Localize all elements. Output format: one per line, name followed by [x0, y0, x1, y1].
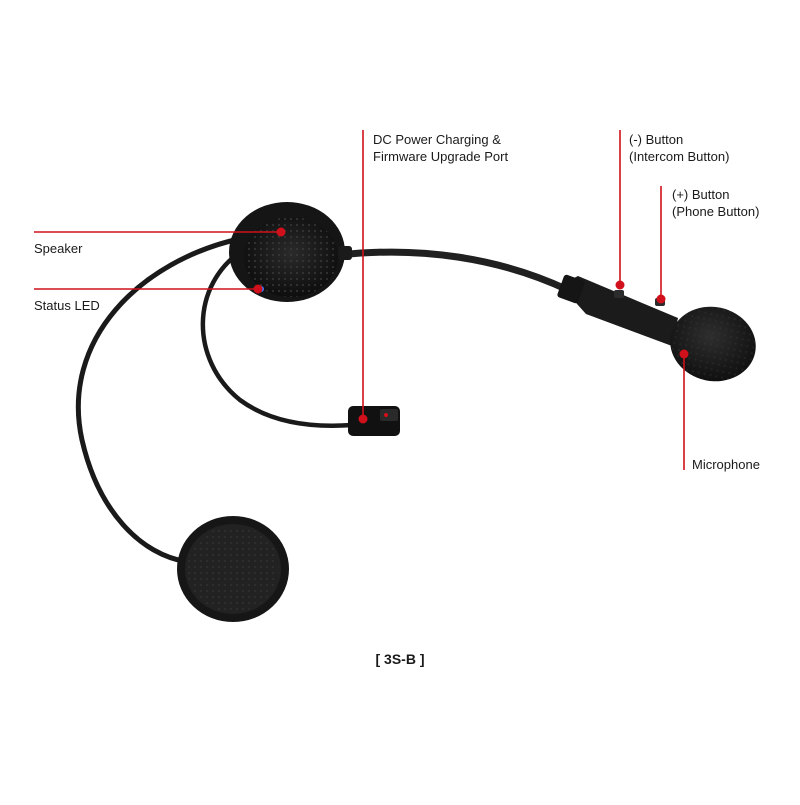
callout-lines	[34, 130, 685, 470]
minus-button-label-line1: (-) Button	[629, 132, 684, 147]
status-led-label: Status LED	[34, 298, 100, 313]
dc-port-label-line2: Firmware Upgrade Port	[373, 149, 509, 164]
callout-dots	[253, 227, 689, 424]
dc-port-label: DC Power Charging & Firmware Upgrade Por…	[373, 131, 508, 165]
plus-button-label-line2: (Phone Button)	[672, 204, 760, 219]
plus-button-label-line1: (+) Button	[672, 187, 730, 202]
minus-button-label: (-) Button (Intercom Button)	[629, 131, 729, 165]
second-speaker-unit	[177, 516, 289, 622]
dc-cable	[200, 247, 355, 428]
gooseneck-boom	[336, 248, 572, 294]
microphone-label: Microphone	[692, 457, 760, 472]
model-caption: [ 3S-B ]	[375, 651, 425, 667]
speaker-cable	[75, 235, 246, 565]
main-speaker-unit	[229, 202, 352, 302]
speaker-label: Speaker	[34, 241, 83, 256]
plus-button-label: (+) Button (Phone Button)	[672, 186, 759, 220]
dc-port-label-line1: DC Power Charging &	[373, 132, 501, 147]
minus-button-label-line2: (Intercom Button)	[629, 149, 730, 164]
dc-plug	[348, 406, 400, 436]
microphone-foam	[670, 306, 756, 382]
